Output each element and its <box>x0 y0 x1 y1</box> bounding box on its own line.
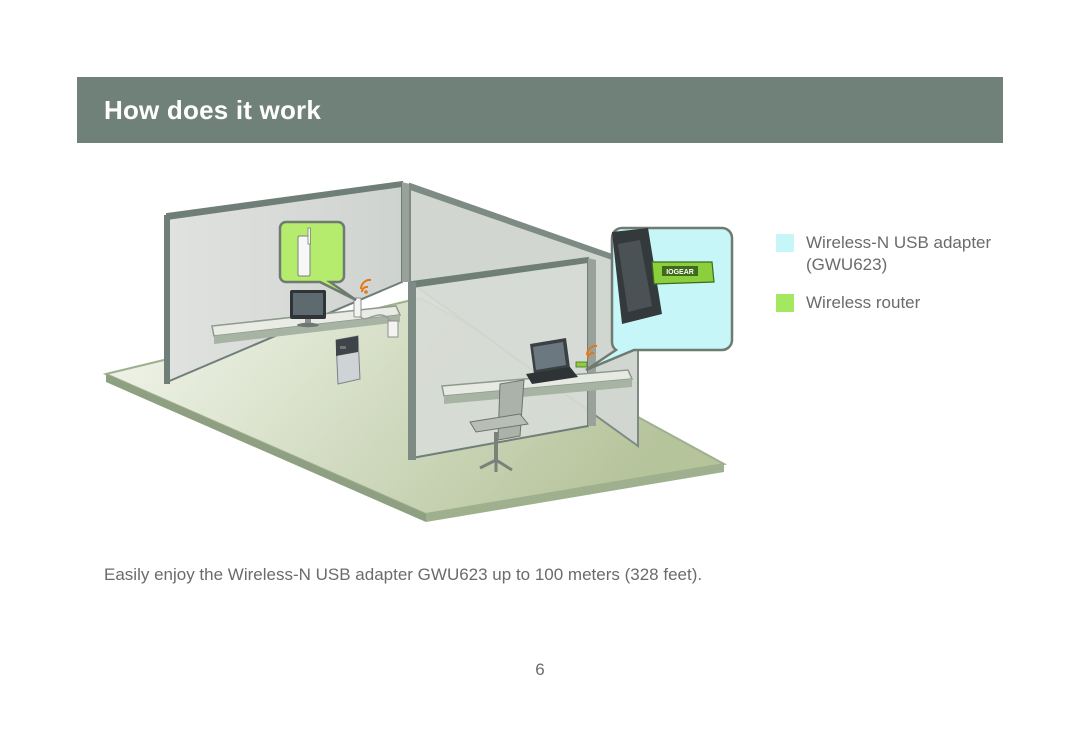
legend: Wireless-N USB adapter (GWU623) Wireless… <box>776 232 1006 330</box>
page-title: How does it work <box>104 95 322 125</box>
legend-swatch-green <box>776 294 794 312</box>
monitor-icon <box>290 290 326 328</box>
laptop-icon <box>526 338 578 384</box>
wireless-router-icon <box>353 297 362 318</box>
legend-item-usb-adapter: Wireless-N USB adapter (GWU623) <box>776 232 1006 276</box>
legend-swatch-cyan <box>776 234 794 252</box>
wifi-signal-icon <box>359 278 372 294</box>
caption-text: Easily enjoy the Wireless-N USB adapter … <box>104 565 703 584</box>
usb-adapter-callout: IOGEAR <box>585 226 734 372</box>
wifi-signal-icon <box>585 344 598 359</box>
page-number: 6 <box>535 660 545 679</box>
network-illustration: IOGEAR <box>102 180 734 522</box>
legend-label: Wireless router <box>806 293 921 312</box>
desktop-tower-icon <box>335 335 361 385</box>
legend-label: Wireless-N USB adapter (GWU623) <box>806 233 992 274</box>
iogear-logo: IOGEAR <box>666 269 694 276</box>
legend-item-router: Wireless router <box>776 292 1006 314</box>
section-header: How does it work <box>77 77 1003 143</box>
partition-wall <box>408 256 596 460</box>
usb-adapter-icon <box>575 361 588 368</box>
router-callout <box>278 220 357 302</box>
office-chair-icon <box>469 379 529 472</box>
